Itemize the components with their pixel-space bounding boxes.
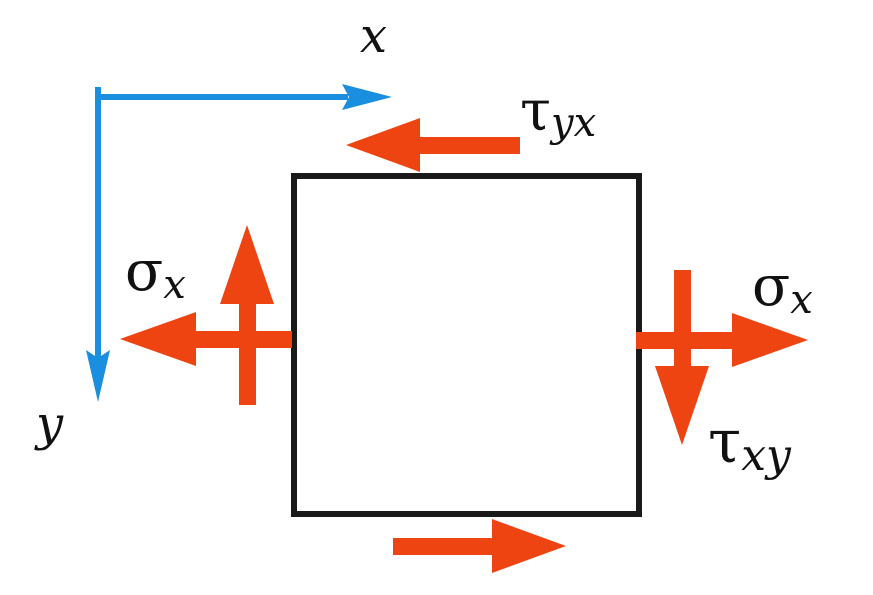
y-axis-arrowhead	[86, 350, 110, 402]
tau-yx-label: τyx	[520, 79, 596, 146]
x-axis-label: x	[360, 8, 387, 64]
tau-xy-symbol: τ	[708, 407, 741, 477]
y-axis-label: y	[34, 396, 64, 452]
sigma-x-right-symbol: σ	[752, 254, 790, 319]
x-axis-arrowhead	[342, 84, 392, 110]
stress-arrows	[120, 118, 808, 573]
left-shear-arrow-shaft	[239, 290, 256, 405]
stress-element-square	[291, 173, 642, 517]
tau-yx-symbol: τ	[520, 79, 551, 144]
tau-yx-arrowhead	[346, 118, 420, 172]
sigma-x-left-label: σx	[125, 239, 186, 308]
sigma-x-right-subscript: x	[790, 277, 813, 323]
sigma-x-left-subscript: x	[163, 262, 186, 308]
bottom-shear-arrow-shaft	[393, 538, 513, 555]
tau-yx-subscript: yx	[549, 100, 596, 146]
sigma-x-right-label: σx	[752, 254, 813, 323]
left-shear-arrowhead	[220, 225, 274, 304]
sigma-x-left-symbol: σ	[125, 239, 163, 304]
bottom-shear-arrowhead	[492, 519, 566, 573]
tau-xy-arrowhead	[655, 366, 709, 445]
tau-xy-arrow-shaft	[674, 270, 691, 380]
sigma-x-left-arrowhead	[120, 312, 196, 366]
coordinate-axes	[86, 84, 392, 402]
tau-yx-arrow-shaft	[400, 137, 520, 154]
tau-xy-subscript: xy	[741, 430, 792, 481]
tau-xy-label: τxy	[708, 407, 792, 481]
sigma-x-right-arrowhead	[732, 313, 808, 367]
